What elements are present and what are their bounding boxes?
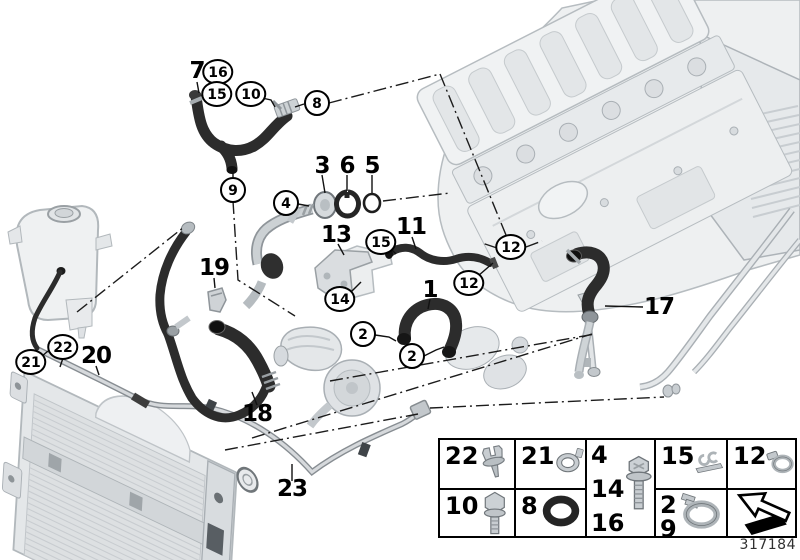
hose-clamp-ring-icon [556, 448, 585, 473]
legend-label-15: 15 [661, 442, 695, 470]
worm-drive-clamp-icon [766, 450, 795, 474]
legend-table: 22 21 4 14 16 15 [438, 438, 797, 541]
legend-label-12: 12 [733, 442, 767, 470]
legend-cell-22: 22 [440, 440, 512, 488]
callout-22: 22 [47, 334, 79, 360]
o-ring-icon [542, 495, 579, 527]
callout-3: 3 [314, 153, 330, 179]
thermostat-pump-illustration [273, 326, 381, 429]
callout-16: 16 [202, 59, 234, 85]
legend-cell-2-9: 2 9 [656, 490, 724, 541]
double-pipe-clip-icon [695, 451, 724, 474]
callout-15b: 15 [365, 229, 397, 255]
legend-cell-12: 12 [728, 440, 797, 488]
legend-cell-4-14-16: 4 14 16 [587, 440, 654, 536]
engine-illustration [416, 0, 800, 390]
callout-7: 7 [189, 58, 205, 84]
callout-12a: 12 [495, 234, 527, 260]
clip-19-illustration [207, 287, 227, 313]
legend-label-21: 21 [521, 442, 555, 470]
callout-9: 9 [220, 177, 246, 203]
callout-15: 15 [201, 81, 233, 107]
hose-4-illustration [242, 203, 315, 310]
callout-5: 5 [364, 153, 380, 179]
callout-1: 1 [422, 277, 438, 303]
callout-8: 8 [304, 90, 330, 116]
callout-21: 21 [15, 349, 47, 375]
legend-label-8: 8 [521, 492, 538, 520]
legend-divider [654, 488, 795, 490]
callout-2b: 2 [399, 343, 425, 369]
callout-17: 17 [643, 294, 675, 320]
legend-label-9: 9 [660, 515, 677, 543]
callout-11: 11 [395, 214, 427, 240]
callout-12b: 12 [453, 270, 485, 296]
hose-fittings [166, 90, 599, 391]
legend-divider [440, 488, 585, 490]
document-number: 317184 [739, 537, 796, 553]
legend-label-10: 10 [445, 492, 479, 520]
flange-bolt-icon [626, 455, 653, 510]
callout-10: 10 [235, 81, 267, 107]
callout-23: 23 [276, 476, 308, 502]
legend-cell-8: 8 [516, 490, 585, 536]
callout-6: 6 [339, 153, 355, 179]
legend-label-16: 16 [591, 509, 625, 537]
callout-20: 20 [80, 343, 112, 369]
legend-label-2: 2 [660, 491, 677, 519]
legend-divider [585, 440, 587, 536]
callout-14: 14 [324, 286, 356, 312]
callout-18: 18 [241, 401, 273, 427]
view-direction-arrow-icon [736, 491, 791, 535]
light-return-pipes [639, 207, 800, 398]
radiator-illustration [1, 369, 259, 560]
band-clamp-icon [680, 492, 720, 529]
legend-cell-21: 21 [516, 440, 585, 488]
hex-bolt-icon [484, 491, 507, 535]
callout-2a: 2 [350, 321, 376, 347]
callout-13: 13 [320, 222, 352, 248]
legend-cell-arrow [728, 490, 797, 536]
expansion-rivet-icon [482, 445, 506, 478]
legend-cell-10: 10 [440, 490, 512, 536]
callout-19: 19 [198, 255, 230, 281]
legend-label-22: 22 [445, 442, 479, 470]
callout-4: 4 [273, 190, 299, 216]
flange-gasket-oring-illustration [313, 189, 382, 219]
legend-label-4: 4 [591, 441, 608, 469]
phantom-lines [76, 73, 665, 451]
legend-cell-15: 15 [656, 440, 724, 488]
coolant-hoses-dark [29, 90, 610, 423]
legend-label-14: 14 [591, 475, 625, 503]
coolant-pipe-20-23 [35, 346, 432, 477]
